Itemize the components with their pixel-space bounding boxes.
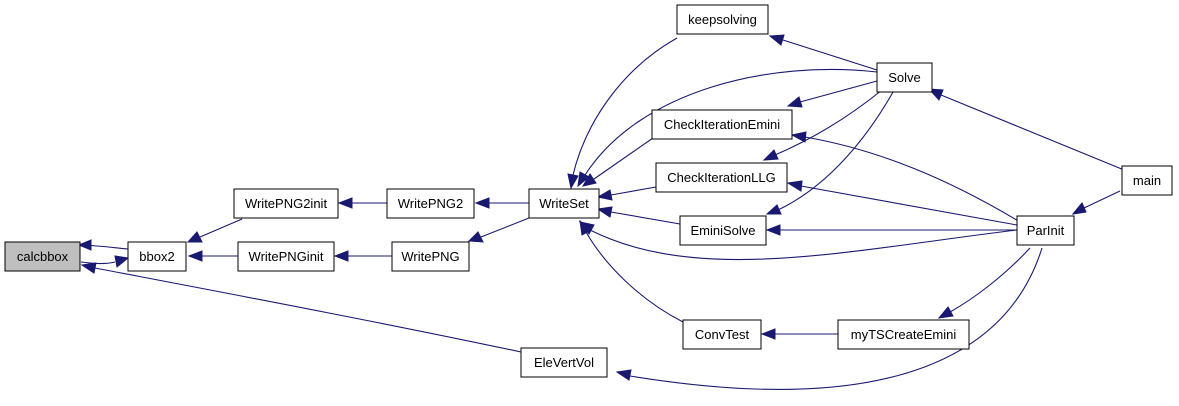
edge-eminisolve-to-writeset [596,206,681,225]
node-solve[interactable]: Solve [876,62,933,93]
edge-parinit-to-elevertvol [615,247,1043,390]
node-label: calcbbox [17,249,69,264]
node-label: myTSCreateEmini [851,327,957,342]
node-label: ParInit [1027,223,1065,238]
node-writeset[interactable]: WriteSet [528,188,600,219]
node-label: main [1133,173,1161,188]
node-label: WritePNG2init [245,196,328,211]
node-checkiterationllg[interactable]: CheckIterationLLG [655,162,788,193]
node-label: keepsolving [688,12,757,27]
node-label: EleVertVol [534,355,594,370]
node-label: WriteSet [539,196,589,211]
node-eminisolve[interactable]: EminiSolve [679,215,767,246]
node-label: bbox2 [139,249,174,264]
node-label: ConvTest [695,327,750,342]
edge-parinit-to-writeset [578,221,1018,261]
edge-parinit-to-eminisolve [765,224,1017,236]
node-label: WritePNGinit [249,249,324,264]
edge-convtest-to-writeset [579,219,684,323]
edge-writeset-to-writepng2 [474,197,529,209]
node-writepng2init[interactable]: WritePNG2init [233,188,339,219]
edge-bbox2-to-calcbbox [77,239,129,251]
edge-solve-to-writeset [577,68,878,188]
node-writepng[interactable]: WritePNG [391,241,470,272]
node-writepnginit[interactable]: WritePNGinit [237,241,335,272]
edge-solve-to-keepsolving [768,34,878,71]
node-label: WritePNG [401,249,459,264]
edge-main-to-solve [927,88,1130,173]
edge-calcbbox-to-bbox2 [80,255,130,268]
node-convtest[interactable]: ConvTest [682,319,762,350]
node-label: CheckIterationEmini [664,117,780,132]
edge-solve-to-eminisolve [765,91,894,215]
edge-writeset-to-writepng [467,217,530,243]
node-label: EminiSolve [690,223,755,238]
node-bbox2[interactable]: bbox2 [127,241,187,272]
node-mytscreateemini[interactable]: myTSCreateEmini [837,319,970,350]
edge-mytscreateemini-to-convtest [760,328,838,340]
edge-writepng2init-to-bbox2 [186,218,243,243]
node-keepsolving[interactable]: keepsolving [676,4,769,35]
node-elevertvol[interactable]: EleVertVol [520,347,608,378]
edge-writepng-to-writepnginit [333,250,392,262]
edge-solve-to-checkiterationllg [762,89,883,161]
edge-elevertvol-to-calcbbox [80,262,522,353]
edge-checkiterationemini-to-writeset [581,137,654,187]
node-calcbbox[interactable]: calcbbox [4,241,81,272]
node-label: CheckIterationLLG [667,170,775,185]
edge-parinit-to-checkiterationllg [786,180,1018,226]
node-label: Solve [888,70,921,85]
edge-solve-to-checkiterationemini [786,80,878,108]
edge-parinit-to-checkiterationemini [790,131,1021,223]
node-checkiterationemini[interactable]: CheckIterationEmini [651,109,793,140]
edge-keepsolving-to-writeset [567,37,678,190]
edge-writepnginit-to-bbox2 [187,250,238,262]
node-writepng2[interactable]: WritePNG2 [386,188,475,219]
edge-checkiterationllg-to-writeset [596,186,657,201]
edge-writepng2-to-writepng2init [337,197,387,209]
node-parinit[interactable]: ParInit [1016,215,1075,246]
edge-parinit-to-mytscreateemini [937,247,1031,319]
edge-main-to-parinit [1071,190,1121,215]
node-main[interactable]: main [1121,165,1173,196]
node-label: WritePNG2 [398,196,464,211]
